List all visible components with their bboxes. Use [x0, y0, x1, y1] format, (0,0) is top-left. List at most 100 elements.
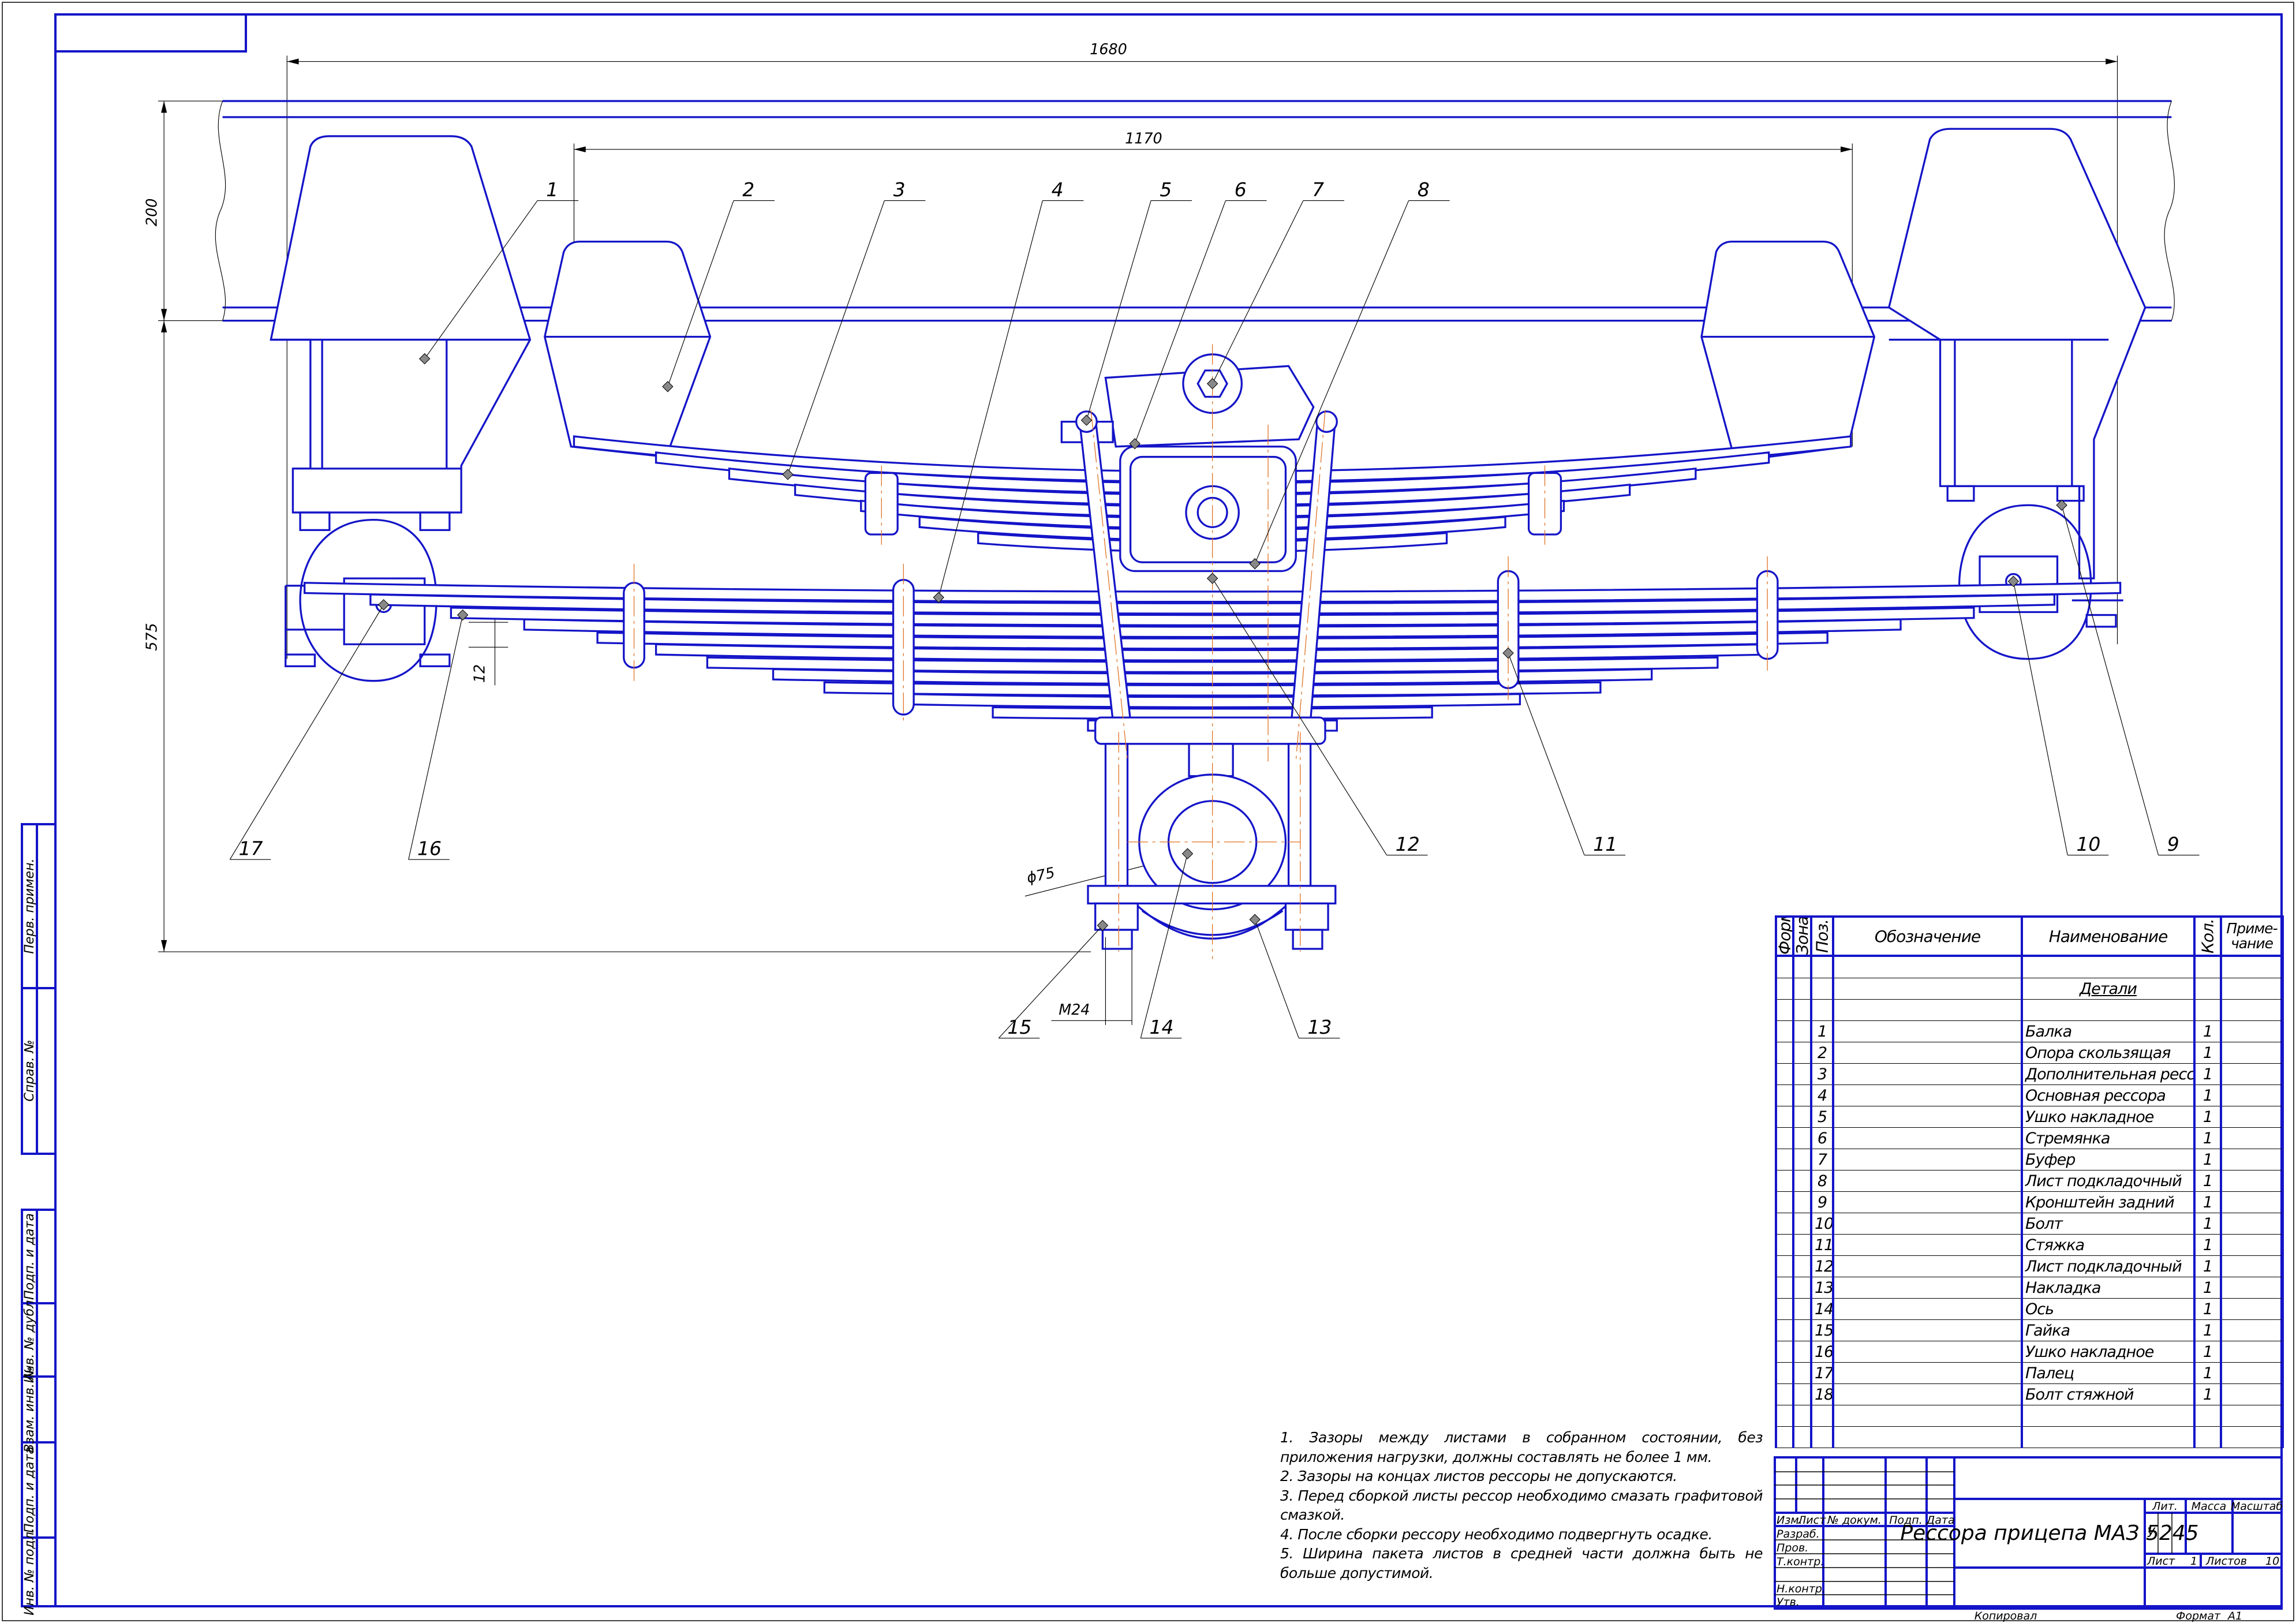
table-cell	[1832, 1170, 2023, 1192]
table-cell	[1832, 1319, 2023, 1341]
side-stamp	[21, 823, 57, 1607]
header-designation: Обозначение	[1832, 915, 2023, 957]
name-cell: Стяжка	[2021, 1234, 2196, 1256]
table-cell	[1792, 956, 1812, 978]
table-cell	[1775, 1106, 1794, 1128]
table-cell	[1810, 1426, 1834, 1448]
callout-leader	[667, 200, 734, 387]
qty-cell: 1	[2193, 1170, 2222, 1192]
name-cell: Болт	[2021, 1213, 2196, 1235]
table-cell	[2021, 1426, 2196, 1448]
callout-leader	[1212, 578, 1388, 855]
tb-lit-value: У	[2147, 1526, 2156, 1540]
callout-leader	[787, 200, 885, 475]
table-cell	[1792, 1255, 1812, 1277]
qty-cell: 1	[2193, 1298, 2222, 1320]
table-cell	[1810, 999, 1834, 1021]
tb-format-label: Формат	[2176, 1610, 2221, 1622]
callout-leader	[2013, 581, 2068, 855]
table-cell	[2021, 1405, 2196, 1427]
table-cell	[1832, 1341, 2023, 1363]
tb-scale-label: Масштаб	[2231, 1500, 2283, 1513]
side-stamp-label: Перв. примен.	[23, 858, 37, 953]
tb-role-norm-control: Н.контр.	[1777, 1583, 1826, 1595]
name-cell: Дополнительная рессора	[2021, 1063, 2196, 1085]
name-cell: Ось	[2021, 1298, 2196, 1320]
table-cell	[1775, 1149, 1794, 1170]
tb-col-izm: Изм.	[1777, 1514, 1803, 1527]
table-cell	[1792, 1277, 1812, 1299]
qty-cell: 1	[2193, 1234, 2222, 1256]
table-cell	[1792, 1085, 1812, 1106]
dim-thread: M24	[1059, 1001, 1090, 1018]
slide-supports	[544, 240, 1876, 462]
callout-marker	[1249, 914, 1261, 925]
note-item: 2. Зазоры на концах листов рессоры не до…	[1280, 1468, 1677, 1484]
callout-leader	[1134, 200, 1226, 444]
qty-cell: 1	[2193, 1277, 2222, 1299]
callout-label: 6	[1235, 178, 1247, 201]
table-cell	[2220, 956, 2284, 978]
table-row-empty	[1775, 1426, 2284, 1448]
callout-marker	[1181, 848, 1194, 859]
table-cell	[2220, 1170, 2284, 1192]
pos-cell: 10	[1810, 1213, 1834, 1235]
header-name: Наименование	[2021, 915, 2196, 957]
qty-cell: 1	[2193, 1127, 2222, 1149]
tb-copied: Копировал	[1975, 1610, 2037, 1622]
name-cell: Опора скользящая	[2021, 1042, 2196, 1064]
pos-cell: 12	[1810, 1255, 1834, 1277]
table-row-section: Детали	[1775, 978, 2284, 1000]
callout-marker	[1249, 558, 1261, 570]
callout-label: 15	[1007, 1016, 1031, 1038]
callout-label: 4	[1052, 178, 1064, 201]
table-cell	[1775, 1042, 1794, 1064]
callout-marker	[2056, 499, 2067, 511]
side-stamp-label: Подп. и дата	[23, 1213, 37, 1300]
pos-cell: 16	[1810, 1341, 1834, 1363]
pos-cell: 2	[1810, 1042, 1834, 1064]
table-row-empty	[1775, 1405, 2284, 1427]
table-cell	[1832, 1149, 2023, 1170]
tb-format-value: А1	[2227, 1610, 2242, 1622]
table-cell	[1832, 1426, 2023, 1448]
table-cell	[1775, 1170, 1794, 1192]
table-cell	[2220, 1341, 2284, 1363]
section-title: Детали	[2021, 978, 2196, 1000]
side-stamp-label: Подп. и дата	[23, 1446, 37, 1533]
tb-sheet-value: 1	[2190, 1555, 2197, 1568]
table-cell	[2193, 956, 2222, 978]
main-spring-leaf	[706, 656, 1719, 674]
table-cell	[1832, 1127, 2023, 1149]
qty-cell: 1	[2193, 1341, 2222, 1363]
name-cell: Ушко накладное	[2021, 1341, 2196, 1363]
callout-label: 16	[417, 837, 442, 860]
additional-spring-leaf	[728, 468, 1697, 506]
table-cell	[1792, 1234, 1812, 1256]
table-cell	[1775, 1127, 1794, 1149]
dimension-lines	[158, 55, 2118, 1025]
table-cell	[1775, 1426, 1794, 1448]
name-cell: Палец	[2021, 1362, 2196, 1384]
dim-axle-diameter: ϕ75	[1025, 863, 1056, 887]
table-cell	[2220, 1020, 2284, 1042]
table-cell	[2220, 1362, 2284, 1384]
table-cell	[2193, 1405, 2222, 1427]
side-stamp-label: Инв. № дубл.	[23, 1296, 37, 1383]
table-cell	[2220, 1234, 2284, 1256]
header-zone: Зона	[1793, 917, 1811, 956]
table-cell	[1792, 1191, 1812, 1213]
tb-lit-label: Лит.	[2152, 1500, 2178, 1513]
callout-marker	[378, 599, 390, 611]
table-cell	[2220, 1191, 2284, 1213]
qty-cell: 1	[2193, 1319, 2222, 1341]
table-cell	[1832, 1191, 2023, 1213]
qty-cell: 1	[2193, 1085, 2222, 1106]
